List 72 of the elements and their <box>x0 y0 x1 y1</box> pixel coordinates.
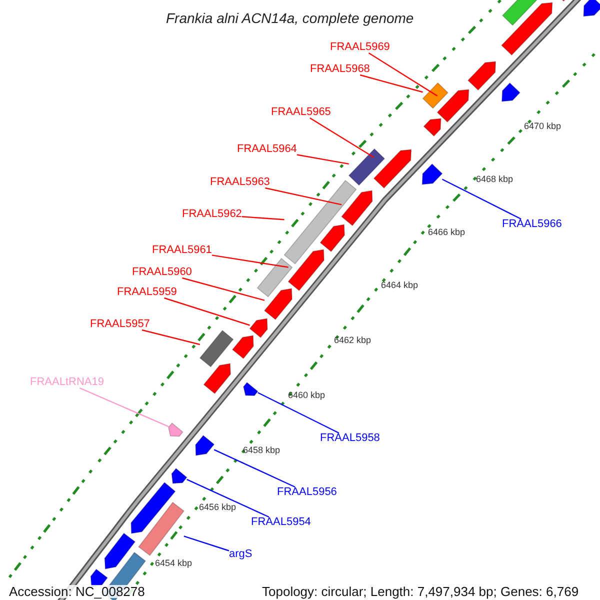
gene-block <box>256 258 293 298</box>
gene-block <box>422 82 448 109</box>
gene-feature <box>249 318 268 338</box>
gene-feature <box>320 224 345 252</box>
leader-line <box>212 254 288 268</box>
gene-label: FRAAL5958 <box>320 433 380 444</box>
gene-feature <box>288 249 324 292</box>
gene-feature <box>583 0 600 17</box>
scale-label: 6460 kbp <box>288 391 326 400</box>
scale-label: 6454 kbp <box>155 559 192 568</box>
scale-label: 6470 kbp <box>524 122 562 131</box>
gene-label: FRAALtRNA19 <box>30 377 104 388</box>
leader-line <box>296 154 349 165</box>
leader-line <box>142 329 200 346</box>
gene-feature <box>90 568 108 588</box>
genome-info-text: Topology: circular; Length: 7,497,934 bp; Genes: 6,769 <box>262 585 579 598</box>
gene-label: FRAAL5966 <box>502 219 562 230</box>
leader-line <box>79 387 169 428</box>
gene-label: FRAAL5956 <box>277 487 337 498</box>
gene-feature <box>264 288 292 320</box>
scale-label: 6462 kbp <box>334 336 372 345</box>
gene-feature <box>104 532 136 570</box>
gene-feature <box>373 149 412 189</box>
gene-feature <box>168 422 184 437</box>
leader-line <box>442 178 522 220</box>
leader-line <box>310 117 374 158</box>
gene-block <box>348 148 386 186</box>
scale-label: 6458 kbp <box>243 446 280 455</box>
gene-feature <box>171 468 188 484</box>
gene-feature <box>130 482 176 534</box>
gene-feature <box>501 82 520 102</box>
scale-label: 6456 kbp <box>199 503 236 512</box>
gene-feature <box>232 335 254 360</box>
leader-line <box>265 187 342 206</box>
gene-label: FRAAL5957 <box>90 319 150 330</box>
leader-line <box>368 52 438 96</box>
gene-label: FRAAL5954 <box>251 517 311 528</box>
gene-feature <box>243 382 258 396</box>
gene-feature <box>423 118 442 137</box>
title: Frankia alni ACN14a, complete genome <box>166 11 414 25</box>
gene-label: FRAAL5962 <box>182 209 242 220</box>
gene-label: FRAAL5961 <box>152 245 212 256</box>
gene-block <box>284 180 357 264</box>
gene-feature <box>422 163 443 185</box>
scale-label: 6468 kbp <box>476 175 514 184</box>
gene-feature <box>467 61 496 91</box>
leader-line <box>164 297 250 326</box>
gene-label: FRAAL5968 <box>310 64 370 75</box>
scale-label: 6466 kbp <box>428 228 466 237</box>
leader-line <box>242 216 284 220</box>
gene-feature <box>203 363 231 394</box>
gene-feature <box>436 89 470 123</box>
accession-text: Accession: NC_008278 <box>9 585 145 598</box>
leader-line <box>184 536 230 552</box>
gene-block <box>199 330 234 368</box>
leader-line <box>360 74 423 93</box>
gene-label: FRAAL5964 <box>237 144 297 155</box>
gene-label: FRAAL5959 <box>117 287 177 298</box>
leader-line <box>182 277 265 301</box>
leader-line <box>258 392 340 434</box>
gene-label: FRAAL5960 <box>132 267 192 278</box>
gene-label: FRAAL5969 <box>330 42 390 53</box>
gene-feature <box>195 434 215 456</box>
gene-label: FRAAL5963 <box>210 177 270 188</box>
scale-label: 6464 kbp <box>381 281 418 290</box>
gene-label: FRAAL5965 <box>271 107 331 118</box>
leader-line <box>214 449 296 488</box>
gene-feature <box>341 190 373 226</box>
gene-label: argS <box>229 549 252 560</box>
gene-block <box>138 502 184 556</box>
gene-feature <box>501 2 553 56</box>
leader-line <box>186 478 270 518</box>
